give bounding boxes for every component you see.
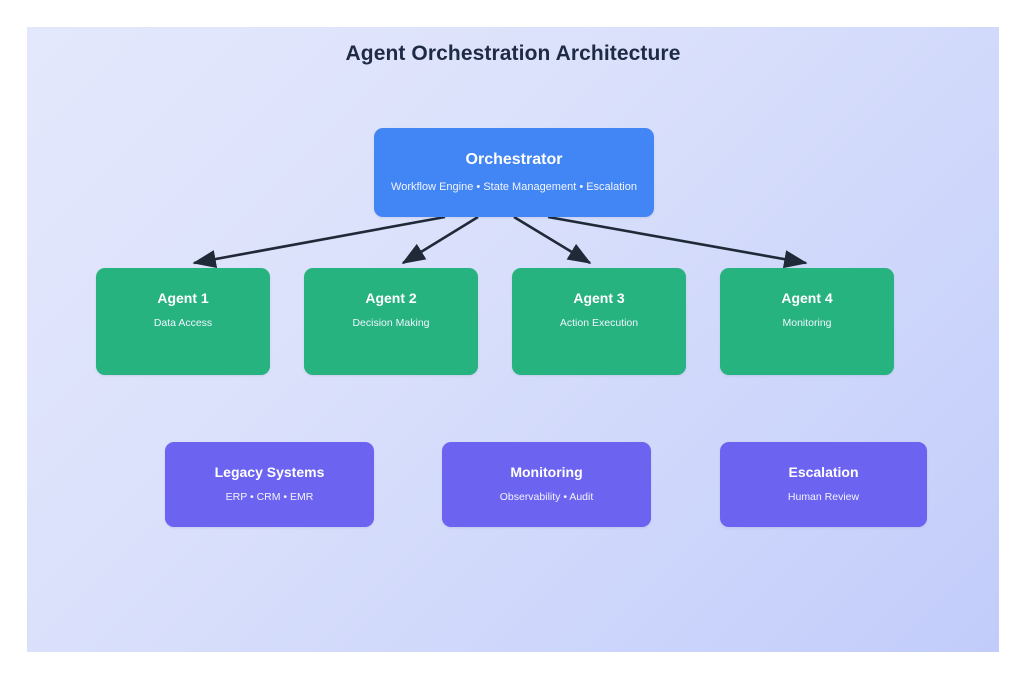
- node-agent-4[interactable]: Agent 4 Monitoring: [720, 268, 894, 375]
- node-agent-2[interactable]: Agent 2 Decision Making: [304, 268, 478, 375]
- node-agent-2-subtitle: Decision Making: [352, 317, 430, 329]
- node-escalation-subtitle: Human Review: [787, 491, 860, 503]
- node-monitoring[interactable]: Monitoring Observability • Audit: [442, 442, 651, 527]
- node-orchestrator-title: Orchestrator: [465, 151, 563, 168]
- node-legacy-systems-subtitle: ERP • CRM • EMR: [225, 491, 314, 503]
- node-agent-3[interactable]: Agent 3 Action Execution: [512, 268, 686, 375]
- connector-orchestrator-to-agent-4: [547, 215, 808, 269]
- node-legacy-systems-title: Legacy Systems: [214, 464, 325, 480]
- node-agent-3-subtitle: Action Execution: [559, 317, 639, 329]
- connector-orchestrator-to-agent-2: [401, 215, 479, 265]
- node-agent-1-title: Agent 1: [157, 290, 209, 306]
- connector-orchestrator-to-agent-3: [513, 215, 592, 265]
- node-agent-2-title: Agent 2: [365, 290, 417, 306]
- node-escalation-title: Escalation: [788, 464, 859, 480]
- node-agent-3-title: Agent 3: [573, 290, 625, 306]
- node-escalation[interactable]: Escalation Human Review: [720, 442, 927, 527]
- node-orchestrator-subtitle: Workflow Engine • State Management • Esc…: [391, 181, 637, 193]
- node-agent-1-subtitle: Data Access: [153, 317, 213, 329]
- connector-layer: [192, 215, 808, 269]
- node-monitoring-title: Monitoring: [510, 464, 583, 480]
- diagram-title: Agent Orchestration Architecture: [345, 42, 681, 65]
- node-legacy-systems[interactable]: Legacy Systems ERP • CRM • EMR: [165, 442, 374, 527]
- node-agent-1[interactable]: Agent 1 Data Access: [96, 268, 270, 375]
- node-agent-4-subtitle: Monitoring: [782, 317, 832, 329]
- node-monitoring-subtitle: Observability • Audit: [499, 491, 594, 503]
- connector-orchestrator-to-agent-1: [192, 215, 446, 269]
- diagram-canvas: Agent Orchestration Architecture Orchest…: [27, 27, 999, 652]
- node-agent-4-title: Agent 4: [781, 290, 833, 306]
- node-orchestrator[interactable]: Orchestrator Workflow Engine • State Man…: [374, 128, 654, 217]
